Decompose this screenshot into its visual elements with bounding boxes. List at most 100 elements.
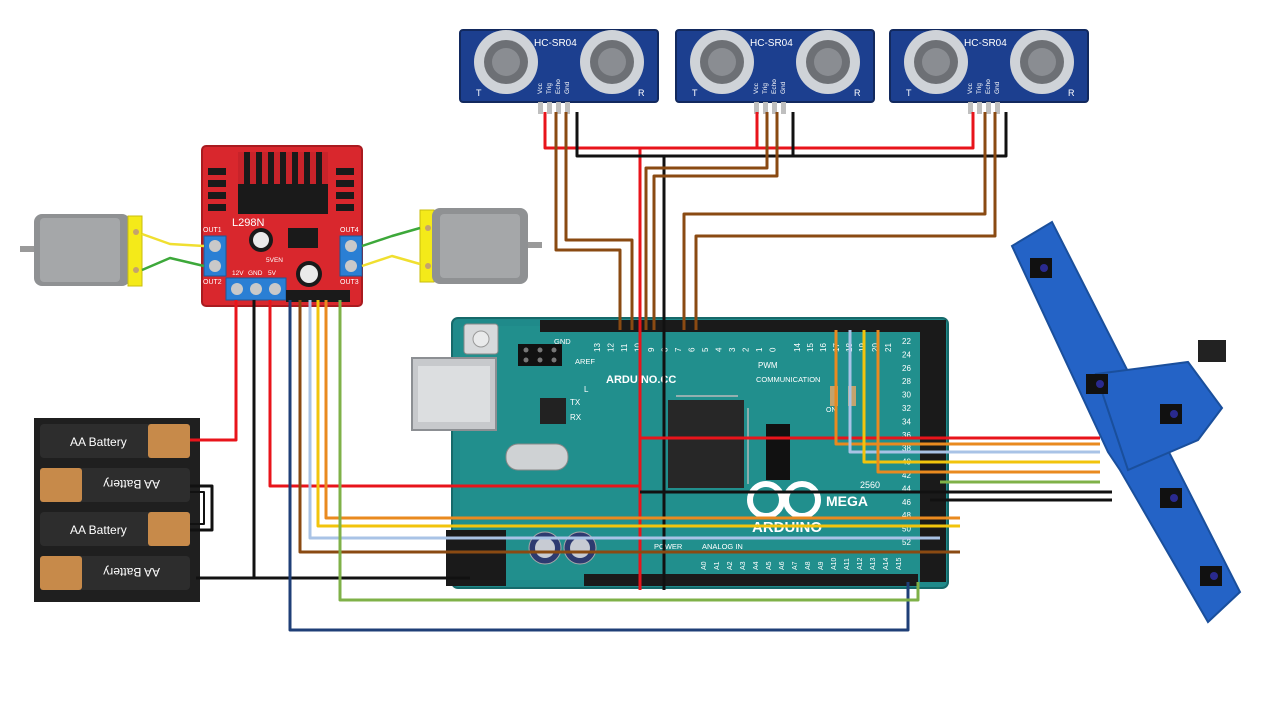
wire: [288, 300, 910, 632]
wire: [324, 300, 960, 520]
sensor-pin: [995, 102, 1000, 114]
wire: [682, 112, 987, 330]
wire: [554, 112, 622, 330]
digital-pin-label: 2: [742, 347, 751, 352]
comm-pin-label: 20: [871, 343, 880, 352]
wire: [543, 112, 642, 590]
analog-in-label: ANALOG IN: [702, 542, 743, 551]
sensor-pin-label: Trig: [976, 83, 983, 94]
wire: [298, 300, 960, 554]
dc-motor-right: [419, 208, 542, 284]
control-pins: [286, 290, 350, 302]
sensor-pin-label: Echo: [771, 79, 778, 94]
digital-pin-label: 0: [769, 347, 778, 352]
sensor-model-label: HC-SR04: [750, 38, 793, 49]
analog-pin-label: A12: [857, 557, 864, 570]
aa-battery: AA Battery: [40, 424, 190, 458]
wire: [834, 330, 1100, 446]
aa-battery: AA Battery: [40, 512, 190, 546]
sensor-r-label: R: [854, 88, 861, 98]
rx-label: RX: [570, 413, 582, 422]
comm-pin-label: 21: [884, 343, 893, 352]
sensor-model-label: HC-SR04: [534, 38, 577, 49]
right-header-pin-label: 48: [902, 511, 911, 520]
sensor-pin: [565, 102, 570, 114]
out2-label: OUT2: [203, 279, 222, 286]
crystal: [505, 443, 569, 471]
sensor-pin: [986, 102, 991, 114]
communication-label: COMMUNICATION: [756, 375, 820, 384]
analog-pin-label: A15: [896, 557, 903, 570]
sensor-pin: [547, 102, 552, 114]
l-led-label: L: [584, 385, 589, 394]
comm-pin-label: 15: [806, 343, 815, 352]
wire: [848, 330, 1100, 454]
arduino-mega-label: MEGA: [826, 493, 868, 509]
sensor-pin-label: Gnd: [780, 81, 787, 94]
wire: [190, 300, 238, 442]
right-header-pin-label: 28: [902, 377, 911, 386]
l298n-chip-label: L298N: [232, 217, 264, 229]
analog-pin-label: A9: [818, 561, 825, 570]
tx-label: TX: [570, 398, 581, 407]
analog-pin-label: A4: [753, 561, 760, 570]
12v-label: 12V: [232, 270, 244, 277]
digital-pin-label: 12: [607, 343, 616, 352]
digital-header: [540, 320, 920, 332]
line-sensor-array: [1010, 220, 1242, 624]
digital-pin-label: 6: [688, 347, 697, 352]
wire: [644, 112, 769, 330]
wire: [316, 300, 960, 528]
right-header-pin-label: 38: [902, 444, 911, 453]
sensor-r-label: R: [1068, 88, 1075, 98]
wire: [757, 112, 975, 150]
on-led-label: ON: [826, 407, 837, 414]
analog-pin-label: A7: [792, 561, 799, 570]
comm-pin-label: 16: [819, 343, 828, 352]
sensor-pin-label: Vcc: [537, 82, 544, 94]
wire: [575, 112, 666, 590]
digital-pin-label: 4: [715, 347, 724, 352]
right-header-pin-label: 42: [902, 471, 911, 480]
aa-battery: AA Battery: [40, 468, 190, 502]
sensor-pin: [754, 102, 759, 114]
analog-pin-label: A5: [766, 561, 773, 570]
dc-motor-left: [20, 214, 143, 287]
wire: [793, 112, 1008, 158]
sensor-pin-label: Gnd: [564, 81, 571, 94]
battery-pack: AA Battery AA Battery AA Battery AA Battery: [34, 418, 200, 602]
sensor-pin-label: Echo: [555, 79, 562, 94]
icsp-header: [518, 344, 562, 366]
digital-pin-label: 5: [701, 347, 710, 352]
battery-label: AA Battery: [103, 477, 160, 491]
wire: [268, 300, 640, 488]
analog-header: [584, 574, 918, 586]
right-header-pin-label: 44: [902, 484, 911, 493]
out4-label: OUT4: [340, 227, 359, 234]
wire: [361, 226, 421, 248]
sensor-t-label: T: [476, 88, 482, 98]
aa-battery: AA Battery: [40, 556, 190, 590]
right-header-pin-label: 46: [902, 498, 911, 507]
analog-pin-label: A11: [844, 558, 851, 570]
wire: [141, 232, 205, 248]
5ven-label: 5VEN: [266, 257, 283, 264]
digital-pin-label: 10: [634, 343, 643, 352]
sensor-pin: [772, 102, 777, 114]
battery-label: AA Battery: [70, 523, 127, 537]
analog-pin-label: A10: [831, 557, 838, 570]
atmega-chip: [668, 400, 744, 488]
comm-pin-label: 14: [793, 343, 802, 352]
sensor-pin-label: Vcc: [967, 82, 974, 94]
analog-pin-label: A2: [727, 561, 734, 570]
l298n-chip: [238, 184, 328, 214]
right-header-pin-label: 22: [902, 337, 911, 346]
sensor-pin-label: Echo: [985, 79, 992, 94]
digital-pin-label: 11: [620, 343, 629, 352]
right-header-pin-label: 52: [902, 538, 911, 547]
